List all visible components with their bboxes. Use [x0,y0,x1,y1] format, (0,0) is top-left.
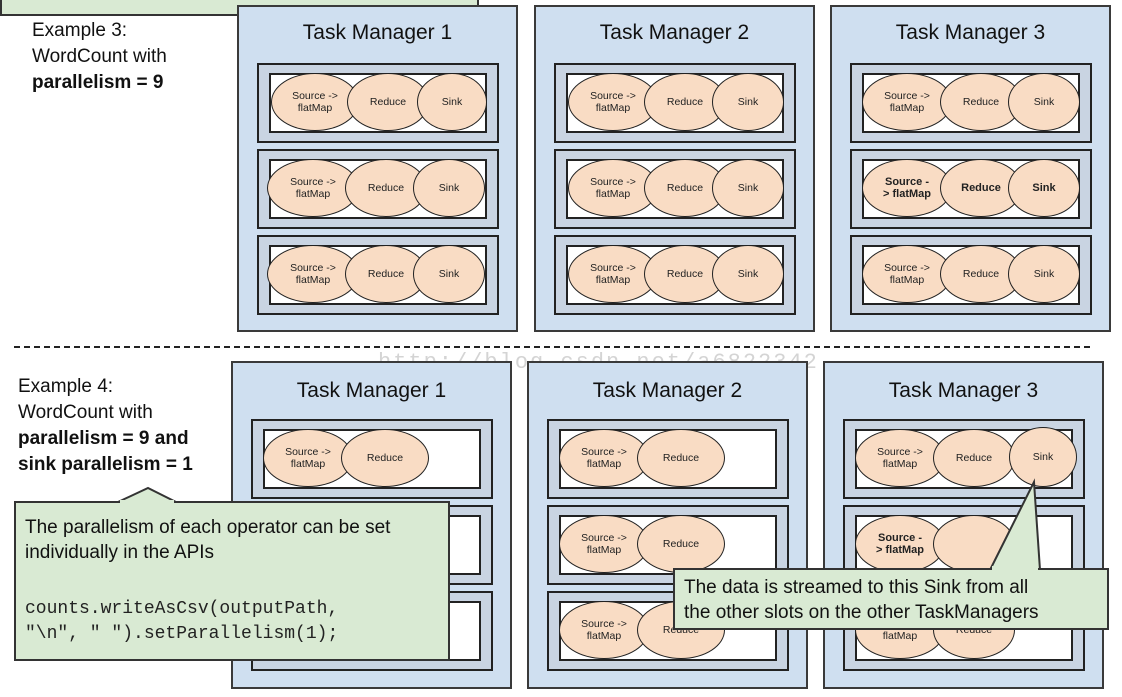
api-callout-code1: counts.writeAsCsv(outputPath, [25,599,339,619]
task-slot: Source ->flatMap Reduce Sink [554,63,796,143]
task-manager-title: Task Manager 3 [888,379,1039,402]
task-manager-title: Task Manager 1 [296,379,447,402]
source-flatmap-operator: Source ->flatMap [568,159,658,217]
source-flatmap-operator: Source ->flatMap [559,601,649,659]
sink-operator: Sink [1008,245,1080,303]
ex3-task-manager-2: Task Manager 2 Source ->flatMap Reduce S… [534,5,815,332]
api-callout-line2: individually in the APIs [25,542,215,563]
source-flatmap-operator: Source ->flatMap [559,515,649,573]
task-manager-title: Task Manager 2 [592,379,743,402]
ex3-task-manager-3: Task Manager 3 Source ->flatMap Reduce S… [830,5,1111,332]
task-slot: Source ->flatMap Reduce Sink [850,63,1092,143]
ex3-task-manager-1: Task Manager 1 Source ->flatMap Reduce S… [237,5,518,332]
source-flatmap-operator: Source ->flatMap [855,429,945,487]
sink-operator: Sink [413,159,485,217]
task-slot: Source ->flatMap Reduce Sink [257,235,499,315]
reduce-operator: Reduce [940,159,1022,217]
source-flatmap-operator: Source ->flatMap [568,73,658,131]
example4-line3: parallelism = 9 and [18,428,189,449]
source-flatmap-operator: Source ->flatMap [267,245,359,303]
sink-operator: Sink [1009,427,1077,487]
section-divider [14,346,1090,348]
task-slot: Source ->flatMap Reduce [251,419,493,499]
sink-operator: Sink [413,245,485,303]
task-slot-highlighted: Source -> flatMap Reduce Sink [850,149,1092,229]
source-flatmap-operator: Source -> flatMap [855,515,945,573]
task-slot: Source ->flatMap Reduce Sink [843,419,1085,499]
example4-line1: Example 4: [18,376,114,397]
example3-line2: WordCount with [32,46,167,67]
sink-operator: Sink [712,245,784,303]
sink-stream-callout: The data is streamed to this Sink from a… [673,568,1109,630]
sink-operator: Sink [1008,159,1080,217]
source-flatmap-operator: Source ->flatMap [862,245,952,303]
api-parallelism-callout: The parallelism of each operator can be … [14,501,450,661]
ex4-task-manager-2: Task Manager 2 Source ->flatMap Reduce S… [527,361,808,689]
source-flatmap-operator: Source ->flatMap [559,429,649,487]
source-flatmap-operator: Source ->flatMap [267,159,359,217]
example3-line1: Example 3: [32,20,128,41]
example3-line3: parallelism = 9 [32,72,164,93]
sink-callout-seam [992,566,1038,572]
example4-label: Example 4: WordCount with parallelism = … [18,374,233,478]
task-slot: Source ->flatMap Reduce Sink [850,235,1092,315]
sink-operator: Sink [712,159,784,217]
reduce-operator: Reduce [341,429,429,487]
task-slot: Source ->flatMap Reduce Sink [257,63,499,143]
reduce-operator [933,515,1015,573]
task-slot: Source ->flatMap Reduce [547,419,789,499]
sink-operator: Sink [712,73,784,131]
sink-callout-line2: the other slots on the other TaskManager… [684,602,1039,623]
sink-operator: Sink [1008,73,1080,131]
sink-callout-line1: The data is streamed to this Sink from a… [684,577,1029,598]
task-manager-title: Task Manager 2 [599,21,750,44]
task-manager-title: Task Manager 3 [895,21,1046,44]
source-flatmap-operator: Source -> flatMap [862,159,952,217]
task-slot: Source ->flatMap Reduce Sink [554,149,796,229]
api-callout-line1: The parallelism of each operator can be … [25,517,391,538]
ex4-task-manager-3: Task Manager 3 Source ->flatMap Reduce S… [823,361,1104,689]
reduce-operator: Reduce [933,429,1015,487]
sink-operator: Sink [417,73,487,131]
source-flatmap-operator: Source ->flatMap [568,245,658,303]
source-flatmap-operator: Source ->flatMap [263,429,353,487]
task-slot: Source ->flatMap Reduce Sink [554,235,796,315]
reduce-operator: Reduce [637,515,725,573]
source-flatmap-operator: Source ->flatMap [862,73,952,131]
task-slot: Source ->flatMap Reduce [547,505,789,585]
source-flatmap-operator: Source ->flatMap [271,73,359,131]
api-callout-code2: "\n", " ").setParallelism(1); [25,624,339,644]
reduce-operator: Reduce [347,73,429,131]
example4-line4: sink parallelism = 1 [18,454,193,475]
task-slot: Source ->flatMap Reduce Sink [257,149,499,229]
example4-line2: WordCount with [18,402,153,423]
reduce-operator: Reduce [637,429,725,487]
task-manager-title: Task Manager 1 [302,21,453,44]
example3-label: Example 3: WordCount with parallelism = … [32,18,232,96]
api-callout-seam [120,500,174,505]
